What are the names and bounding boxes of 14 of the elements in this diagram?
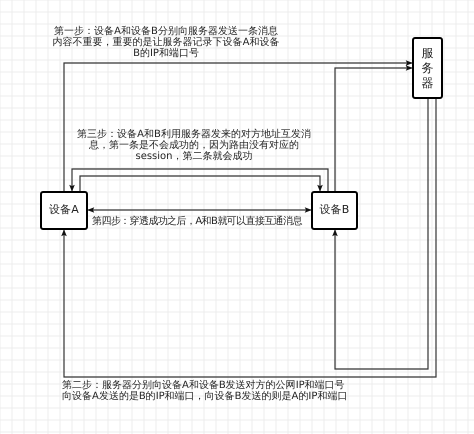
step-note: 第一步：设备A和设备B分别向服务器发送一条消息内容不重要，重要的是让服务器记录下设备A和设备B的IP和端口号 [52, 26, 280, 59]
arrow [63, 60, 413, 191]
arrow [69, 168, 329, 192]
step-note: 第三步：设备A和B利用服务器发来的对方地址互发消息，第一条是不会成功的，因为路由没有对应的session，第二条就会成功 [76, 129, 312, 162]
arrow [61, 99, 437, 378]
process-box: 服务器 [412, 37, 443, 99]
arrow [87, 207, 312, 213]
arrow [332, 99, 429, 370]
process-box: 设备B [311, 191, 358, 230]
process-box: 设备A [40, 191, 88, 230]
step-note: 第四步：穿透成功之后，A和B就可以直接互通消息 [92, 216, 302, 227]
arrow [79, 175, 323, 192]
step-note: 第二步：服务器分别向设备A和设备B发送对方的公网IP和端口号向设备A发送的是B的IP和端口，向设备B发送的则是A的IP和端口 [62, 380, 348, 402]
arrow [334, 65, 413, 191]
